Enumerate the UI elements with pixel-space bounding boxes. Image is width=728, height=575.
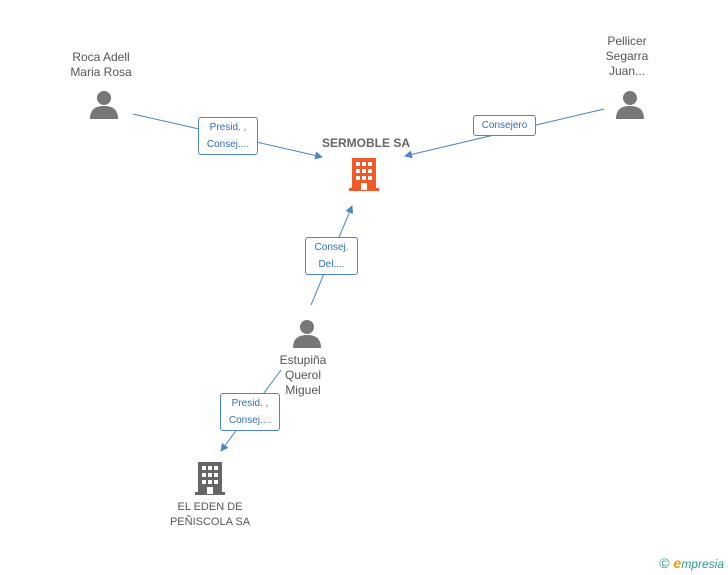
copyright-icon: © (659, 555, 670, 571)
person-label-estupina[interactable]: Estupiña Querol Miguel (279, 353, 327, 397)
edge-label-pellicer-sermoble[interactable]: Consejero (473, 115, 536, 136)
empresia-logo[interactable]: ©empresia (659, 555, 724, 571)
main-company-name[interactable]: SERMOBLE SA (322, 136, 411, 150)
edge-label-roca-sermoble[interactable]: Presid. , Consej.... (198, 117, 258, 155)
brand-initial: e (673, 555, 682, 571)
person-icon-estupina[interactable] (292, 318, 322, 348)
building-icon-main[interactable] (348, 156, 380, 192)
company-label-eden[interactable]: EL EDEN DE PEÑISCOLA SA (169, 501, 251, 528)
edge-label-estupina-sermoble[interactable]: Consej. Del.... (305, 237, 358, 275)
person-label-pellicer[interactable]: Pellicer Segarra Juan... (605, 34, 649, 78)
brand-name: mpresia (681, 557, 724, 571)
edge-label-estupina-eden[interactable]: Presid. , Consej.... (220, 393, 280, 431)
person-label-roca[interactable]: Roca Adell Maria Rosa (70, 50, 132, 79)
person-icon-pellicer[interactable] (615, 89, 645, 119)
person-icon-roca[interactable] (89, 89, 119, 119)
building-icon-eden[interactable] (194, 460, 226, 496)
